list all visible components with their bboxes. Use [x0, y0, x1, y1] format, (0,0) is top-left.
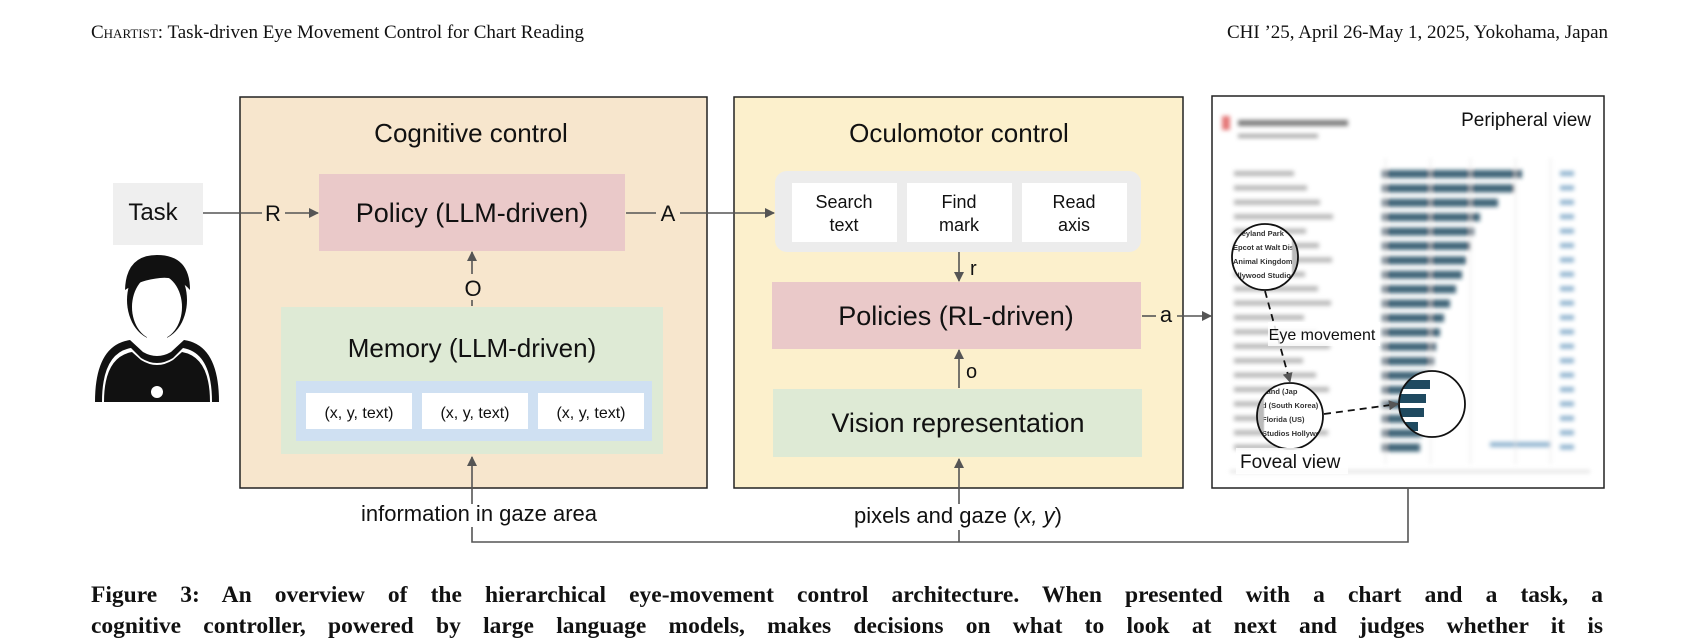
- caption-line-2: cognitive controller, powered by large l…: [91, 613, 1603, 639]
- oculomotor-control-title: Oculomotor control: [849, 118, 1069, 148]
- memory-llm-label: Memory (LLM-driven): [348, 333, 597, 363]
- zoom-bottom-label: Land (Jap: [1262, 387, 1298, 396]
- subtask-find-line2: mark: [939, 215, 980, 235]
- foveal-circle-bars: [1398, 370, 1466, 438]
- figure-caption: Figure 3: An overview of the hierarchica…: [91, 580, 1603, 642]
- memory-slot-3-label: (x, y, text): [556, 405, 625, 422]
- eye-movement-path-1: [1264, 290, 1293, 383]
- user-icon: [95, 255, 219, 402]
- zoom-bottom-label: d (South Korea): [1262, 401, 1319, 410]
- zoom-top-label: ollywood Studios: [1233, 271, 1295, 280]
- zoom-top-label: Epcot at Walt Disney: [1233, 243, 1308, 252]
- running-header-title: Chartist: Task-driven Eye Movement Contr…: [91, 22, 584, 44]
- task-label: Task: [128, 199, 178, 226]
- cognitive-control-title: Cognitive control: [374, 118, 568, 148]
- zoom-top-label: Animal Kingdom at W: [1233, 257, 1311, 266]
- subtask-search-line1: Search: [815, 192, 872, 212]
- label-information-in-gaze-area: information in gaze area: [361, 501, 598, 526]
- policies-rl-label: Policies (RL-driven): [838, 301, 1074, 331]
- subtask-read-line1: Read: [1052, 192, 1095, 212]
- eye-movement-label: Eye movement: [1269, 327, 1376, 344]
- subtask-read-line2: axis: [1058, 215, 1090, 235]
- memory-slot-1: [306, 393, 412, 429]
- zoom-bar-mark: [1399, 408, 1424, 417]
- running-header-venue: CHI ’25, April 26-May 1, 2025, Yokohama,…: [1226, 22, 1608, 43]
- zoom-bottom-label: Studios Hollywoo: [1262, 429, 1325, 438]
- policies-rl-box: [772, 282, 1141, 349]
- edge-label-o: o: [966, 361, 977, 383]
- subtask-search-text: [792, 183, 897, 242]
- edge-label-O: O: [464, 276, 481, 301]
- edge-label-r: r: [970, 258, 977, 280]
- foveal-view-label: Foveal view: [1240, 452, 1341, 473]
- memory-slot-3: [538, 393, 644, 429]
- subtask-read-axis: [1022, 183, 1127, 242]
- task-box: [113, 183, 203, 245]
- policy-llm-box: [319, 174, 625, 251]
- zoom-top-label: sneyland Park: [1233, 229, 1285, 238]
- policy-llm-label: Policy (LLM-driven): [356, 198, 589, 228]
- foveal-circle-labels-top: [1231, 223, 1299, 291]
- vision-representation-box: [773, 389, 1142, 457]
- memory-slot-1-label: (x, y, text): [324, 405, 393, 422]
- zoom-bar-mark: [1399, 380, 1430, 389]
- zoom-bottom-label: Florida (US): [1262, 415, 1305, 424]
- label-pixels-suffix: ): [1055, 503, 1062, 528]
- label-pixels-xy: x, y: [1019, 503, 1056, 528]
- edge-label-R: R: [265, 201, 281, 226]
- subtask-find-line1: Find: [941, 192, 976, 212]
- caption-line-1: Figure 3: An overview of the hierarchica…: [91, 582, 1603, 608]
- label-pixels-prefix: pixels and gaze (: [854, 503, 1021, 528]
- zoom-bar-mark: [1399, 394, 1426, 403]
- eye-movement-path-2: [1323, 400, 1399, 415]
- vision-representation-label: Vision representation: [831, 408, 1084, 438]
- peripheral-view-label: Peripheral view: [1461, 110, 1591, 131]
- subtask-search-line2: text: [829, 215, 858, 235]
- feedback-loop-line: [471, 488, 1409, 543]
- edge-label-A: A: [661, 201, 676, 226]
- header-title-rest: : Task-driven Eye Movement Control for C…: [157, 22, 585, 43]
- memory-slot-2-label: (x, y, text): [440, 405, 509, 422]
- subtask-find-mark: [907, 183, 1012, 242]
- edge-label-a: a: [1160, 302, 1173, 327]
- memory-slot-2: [422, 393, 528, 429]
- label-pixels-and-gaze: pixels and gaze (x, y): [854, 503, 1062, 528]
- header-title-smallcaps: Chartist: [91, 22, 158, 43]
